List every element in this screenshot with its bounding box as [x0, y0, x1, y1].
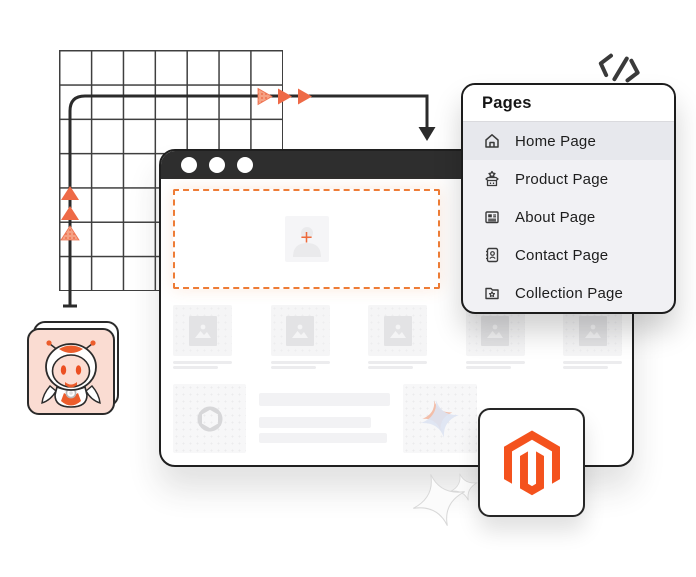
dropzone-dashed-area[interactable]: + [173, 189, 440, 289]
collection-folder-icon [485, 287, 499, 300]
text-placeholder-bar [259, 417, 371, 428]
window-dot-icon [237, 157, 253, 173]
openai-card [173, 384, 246, 453]
text-placeholder-bar [259, 393, 390, 406]
star-decorations [413, 473, 478, 526]
menu-item-label: About Page [515, 208, 596, 226]
thumbnail-card [173, 305, 232, 373]
window-dot-icon [181, 157, 197, 173]
ai-sparkle-icon [421, 399, 459, 438]
menu-item-label: Contact Page [515, 246, 609, 264]
content-row [173, 384, 616, 453]
window-dot-icon [209, 157, 225, 173]
magento-card [478, 408, 585, 517]
pages-panel-header: Pages [463, 85, 674, 122]
thumbnail-card [368, 305, 427, 373]
image-placeholder-icon [389, 324, 406, 338]
image-placeholder-icon [292, 324, 308, 338]
image-placeholder-icon [487, 324, 503, 338]
image-upload-placeholder[interactable]: + [284, 216, 329, 262]
menu-item-label: Home Page [515, 132, 597, 150]
text-placeholder-bar [259, 433, 387, 443]
thumbnail-card [563, 305, 622, 373]
thumbnail-card [465, 305, 525, 373]
menu-item-contact-page[interactable]: Contact Page [463, 236, 674, 274]
contact-book-icon [486, 247, 499, 263]
thumbnail-card [270, 305, 330, 373]
menu-item-about-page[interactable]: About Page [463, 198, 674, 236]
openai-logo-icon [197, 406, 222, 431]
menu-item-home-page[interactable]: Home Page [463, 122, 674, 160]
newspaper-icon [485, 211, 499, 224]
image-placeholder-icon [584, 324, 601, 338]
person-image-placeholder-icon [292, 227, 321, 257]
menu-item-label: Product Page [515, 170, 609, 188]
pages-panel: Pages Home Page Product Page [461, 83, 676, 314]
code-slash-icon [598, 53, 640, 83]
home-icon [485, 134, 499, 148]
arrow-down-head [418, 127, 436, 141]
menu-item-label: Collection Page [515, 284, 624, 302]
plus-icon: + [300, 226, 313, 250]
menu-item-collection-page[interactable]: Collection Page [463, 274, 674, 312]
robot-mascot-card [27, 328, 115, 415]
image-placeholder-icon [194, 324, 211, 338]
ai-sparkle-card [403, 384, 477, 453]
magento-logo-icon [503, 430, 560, 495]
menu-item-product-page[interactable]: Product Page [463, 160, 674, 198]
product-box-icon [485, 170, 499, 187]
pages-panel-title: Pages [482, 93, 532, 112]
robot-mascot-illustration [41, 339, 101, 408]
